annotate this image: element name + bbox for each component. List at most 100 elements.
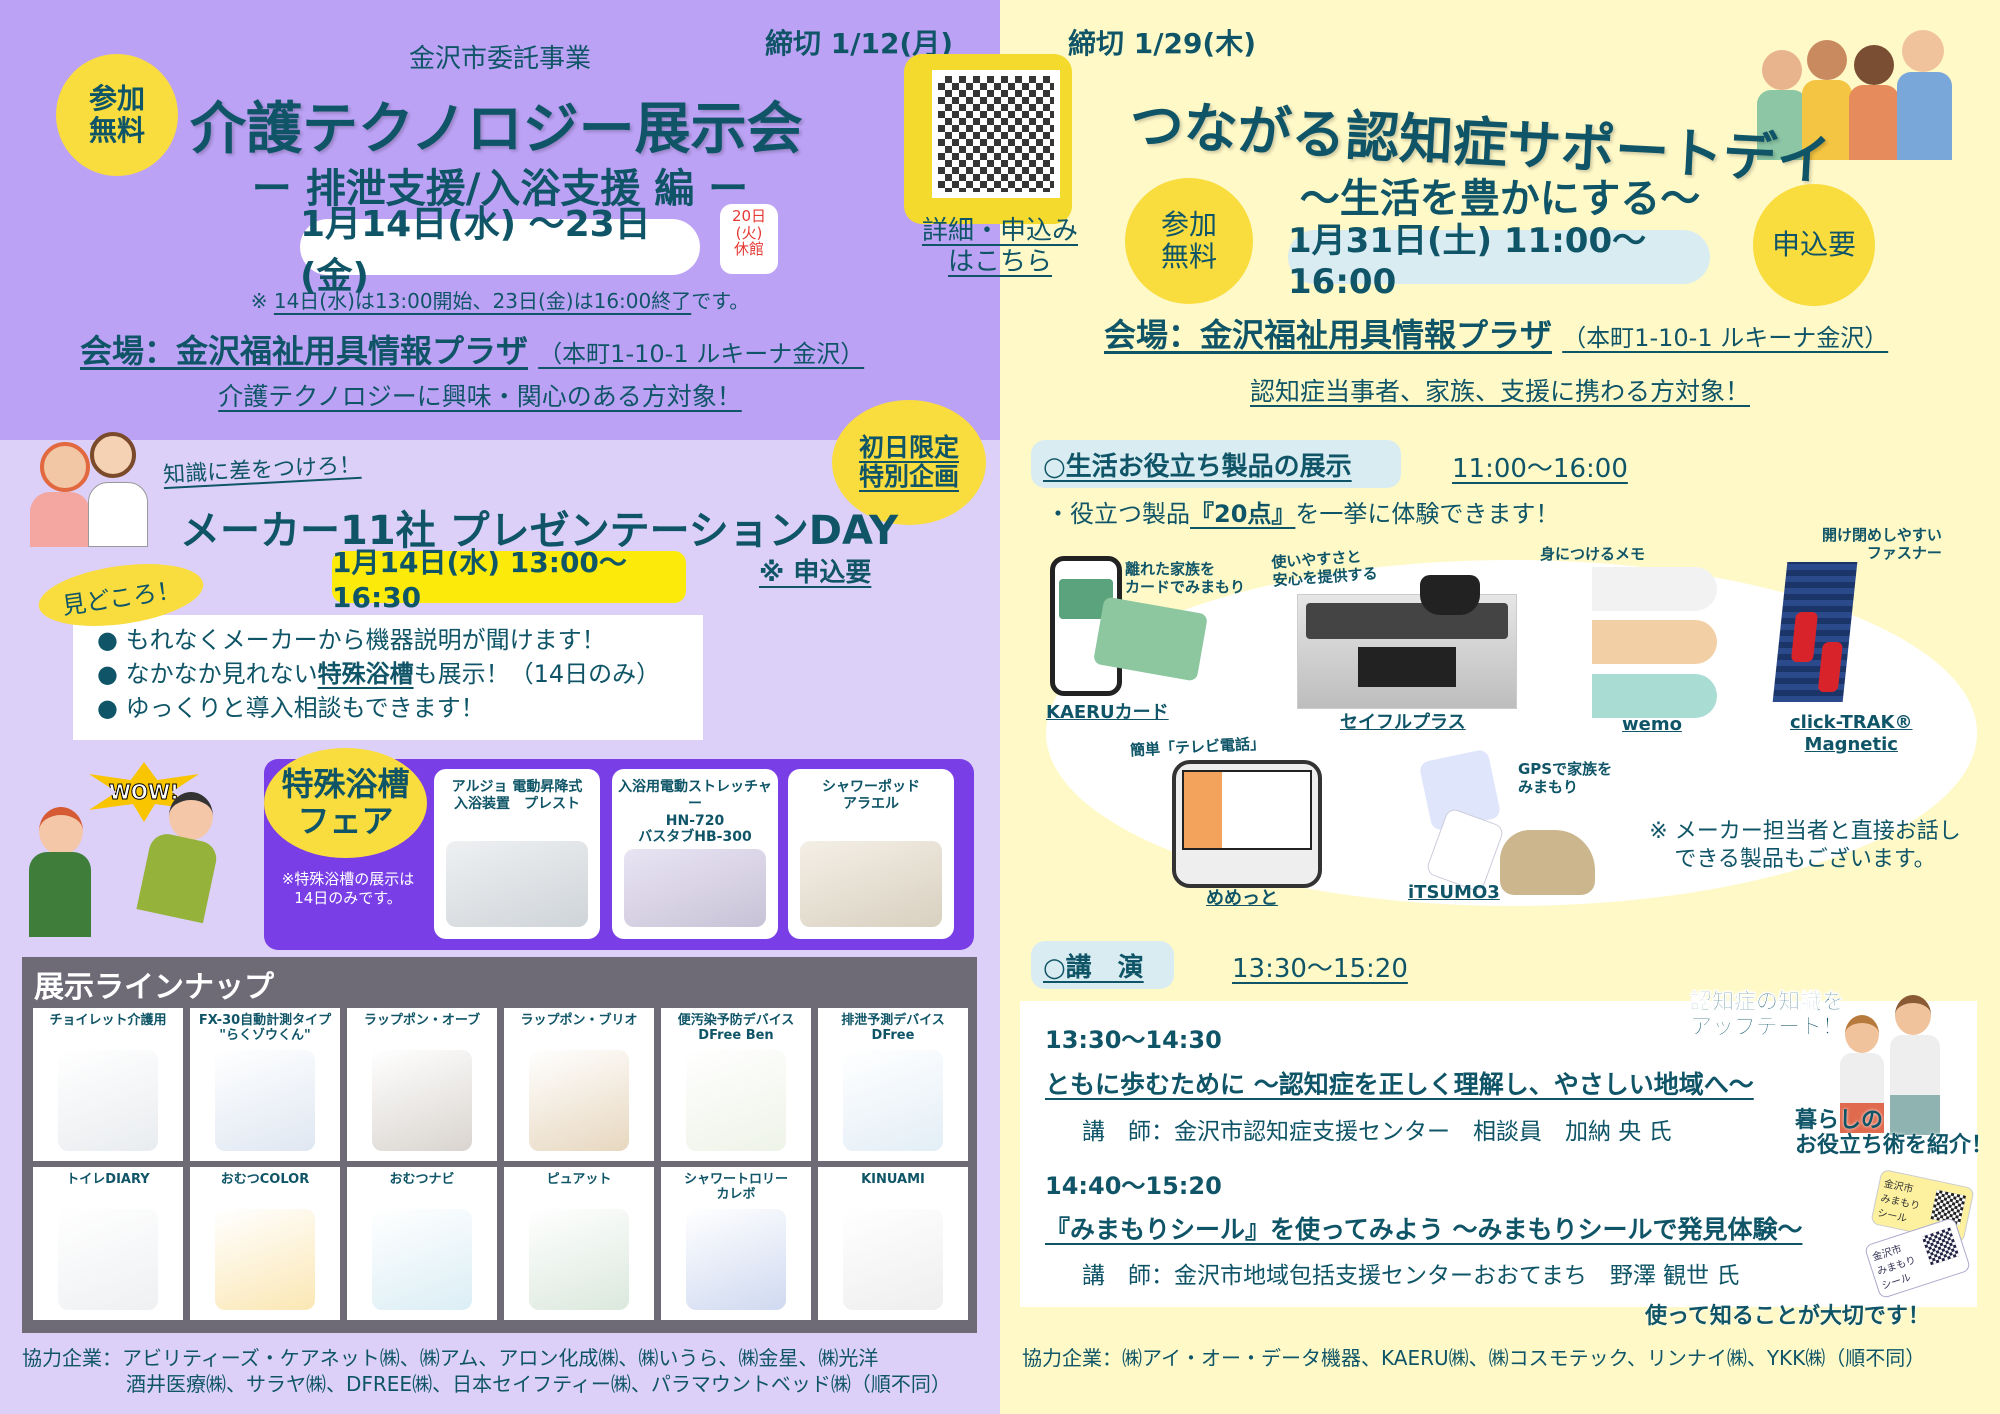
product-caption: GPSで家族を みまもり [1518,760,1613,796]
product-image [686,1050,786,1151]
couple-illustration [30,432,160,547]
exhibition-subtitle: ー 排泄支援/入浴支援 編 ー [251,166,749,212]
lecture-heading-box: ○講 演 [1031,941,1174,989]
bath-product-name: 入浴用電動ストレッチャー HN-720 バスタブHB-300 [618,779,772,846]
lineup-item-name: 排泄予測デバイス DFree [841,1013,945,1043]
callout-life-tips: 暮らしの お役立ち術を紹介！ [1795,1108,1994,1159]
pot-image [1420,575,1480,615]
product-image [215,1050,315,1151]
venue-address: （本町1-10-1 ルキーナ金沢） [1562,324,1889,352]
support-day-subtitle: ～生活を豊かにする～ [1299,176,1701,222]
lineup-item: チョイレット介護用 [33,1008,183,1161]
exhibition-title: 介護テクノロジー展示会 [190,97,803,162]
lineup-item-name: 便汚染予防デバイス DFree Ben [677,1013,795,1043]
intro-text: を一挙に体験できます！ [1295,500,1560,528]
lecture-2-time: 14:40～15:20 [1045,1172,1222,1200]
bath-product-card: アルジョ 電動昇降式 入浴装置 プレスト [434,769,600,939]
product-image [624,849,766,927]
lineup-item-name: FX-30自動計測タイプ "らくゾウくん" [198,1013,332,1043]
highlights-badge-text: 見どころ！ [60,575,183,620]
highlight-text: なかなか見れない [125,660,318,688]
closed-day-bubble: 20日 (火) 休館 [720,204,778,274]
bath-product-card: 入浴用電動ストレッチャー HN-720 バスタブHB-300 [612,769,778,939]
commission-label: 金沢市委託事業 [408,44,591,74]
product-image [58,1050,158,1151]
presentation-date: 1月14日(水) 13:00～16:30 [332,546,686,614]
highlight-item: ● もれなくメーカーから機器説明が聞けます！ [97,626,606,654]
product-caption: 使いやすさと 安心を提供する [1270,547,1379,590]
lineup-item: 便汚染予防デバイス DFree Ben [661,1008,811,1161]
product-caption: 離れた家族を カードでみまもり [1125,560,1246,596]
note-mark: ※ [250,289,268,313]
sticker-text: 金沢市 みまもり シール [1871,1243,1918,1293]
bath-fair-title-text: 特殊浴槽 フェア [281,765,410,840]
sponsors-left-line2: 酒井医療㈱、サラヤ㈱、DFREE㈱、日本セイフティー㈱、パラマウントベッド㈱（順… [126,1372,951,1396]
product-caption: 身につけるメモ [1540,545,1646,563]
qr-apply-link[interactable]: 詳細・申込み はこちら [921,216,1078,278]
exhibition-dates: 1月14日(水) ～23日(金) [300,204,700,297]
special-event-text: 初日限定 特別企画 [858,432,959,491]
free-badge-right: 参加 無料 [1125,178,1253,304]
zipper-image [1772,562,1858,702]
product-image [372,1050,472,1151]
memet-videophone-image [1172,760,1322,888]
presentation-title: メーカー11社 プレゼンテーションDAY [180,508,899,554]
support-day-date-text: 1月31日(土) 11:00～16:00 [1288,220,1647,302]
lecture-1-time: 13:30～14:30 [1045,1026,1222,1054]
qr-code[interactable] [932,70,1060,198]
venue-name: 会場：金沢福祉用具情報プラザ [80,332,529,370]
time-note-text: 14日(水)は13:00開始、23日(金)は16:00終了 [273,289,692,313]
lineup-item: FX-30自動計測タイプ "らくゾウくん" [190,1008,340,1161]
target-left: 介護テクノロジーに興味・関心のある方対象！ [218,382,742,411]
lecture-time: 13:30～15:20 [1232,954,1408,984]
lineup-item-name: おむつナビ [389,1172,455,1187]
group-people-illustration [1757,20,1977,160]
free-badge-left: 参加 無料 [56,54,178,176]
product-name-kaeru[interactable]: KAERUカード [1046,702,1169,723]
products-intro: ・役立つ製品『20点』を一挙に体験できます！ [1046,494,1559,529]
bath-fair-title: 特殊浴槽 フェア [264,748,427,858]
lineup-item-name: シャワートロリー カレボ [683,1172,788,1202]
wemo-band-image [1592,674,1717,718]
product-caption: 開け閉めしやすい ファスナー [1822,526,1942,562]
deadline-right: 締切 1/29(木) [1068,27,1257,60]
lecturers-illustration [1840,995,1950,1140]
wemo-band-image [1592,620,1717,664]
lineup-item-name: ラップポン・ブリオ [520,1013,638,1028]
product-image [800,841,942,927]
presentation-apply-note: ※ 申込要 [759,558,872,588]
free-badge-text: 参加 無料 [1160,207,1217,273]
lecture-2-title[interactable]: 『みまもりシール』を使ってみよう ～みまもりシールで発見体験～ [1045,1215,1803,1244]
product-name-itsumo3[interactable]: iTSUMO3 [1408,882,1500,903]
lecture-heading: ○講 演 [1043,952,1144,983]
product-name-click-trak[interactable]: click-TRAK® Magnetic [1790,712,1913,755]
exhibition-dates-text: 1月14日(水) ～23日(金) [300,204,651,297]
closed-day-text: 20日 (火) 休館 [731,207,767,258]
free-badge-text: 参加 無料 [88,81,145,147]
intro-count: 『20点』 [1190,500,1296,528]
product-image [372,1209,472,1310]
sponsors-left-line1: 協力企業：アビリティーズ・ケアネット㈱、㈱アム、アロン化成㈱、㈱いうら、㈱金星、… [22,1346,879,1370]
presentation-date-text: 1月14日(水) 13:00～16:30 [332,545,627,614]
lineup-item: おむつナビ [347,1167,497,1320]
special-event-badge: 初日限定 特別企画 [832,400,986,525]
target-right: 認知症当事者、家族、支援に携わる方対象！ [1249,377,1750,406]
sponsors-right: 協力企業：㈱アイ・オー・データ機器、KAERU㈱、㈱コスモテック、リンナイ㈱、Y… [1022,1346,1926,1370]
products-heading-box: ○生活お役立ち製品の展示 [1031,440,1401,488]
lineup-item-name: チョイレット介護用 [49,1013,167,1028]
time-note: ※ 14日(水)は13:00開始、23日(金)は16:00終了です。 [200,285,800,314]
venue-right: 会場：金沢福祉用具情報プラザ （本町1-10-1 ルキーナ金沢） [1104,310,1888,356]
product-name-safel-plus[interactable]: セイフルプラス [1340,712,1466,733]
lecture-2-speaker: 講 師：金沢市地域包括支援センターおおてまち 野澤 観世 氏 [1082,1263,1740,1289]
product-name-memet[interactable]: めめっと [1206,888,1278,909]
product-name-wemo[interactable]: wemo [1622,714,1682,735]
product-image [529,1209,629,1310]
bath-product-name: シャワーポッド アラエル [822,779,920,812]
bath-fair-note: ※特殊浴槽の展示は 14日のみです。 [281,870,415,907]
product-image [58,1209,158,1310]
product-image [843,1050,943,1151]
lecture-1-title[interactable]: ともに歩むために ～認知症を正しく理解し、やさしい地域へ～ [1045,1070,1754,1099]
highlight-text: ゆっくりと導入相談もできます！ [125,694,485,722]
lecture-box [1020,1001,1977,1307]
support-day-date: 1月31日(土) 11:00～16:00 [1288,221,1710,302]
